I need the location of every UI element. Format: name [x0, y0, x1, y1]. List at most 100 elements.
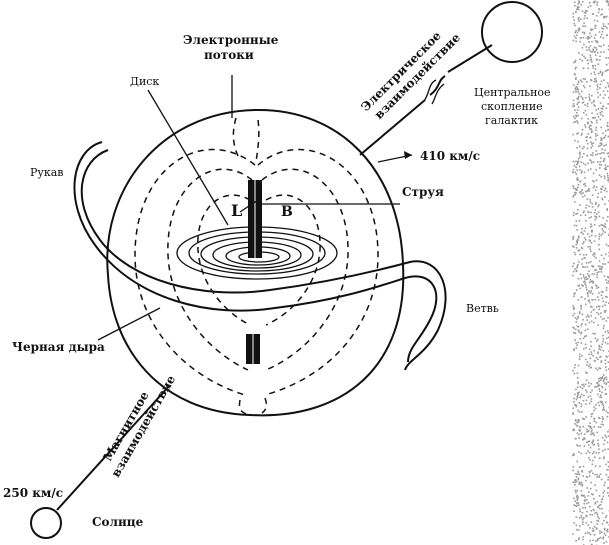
noise-speck — [587, 450, 589, 452]
noise-speck — [582, 254, 585, 256]
noise-speck — [599, 465, 601, 468]
noise-speck — [600, 294, 603, 296]
noise-speck — [606, 69, 608, 72]
noise-speck — [593, 426, 596, 428]
noise-speck — [601, 198, 604, 201]
noise-speck — [575, 269, 577, 272]
noise-speck — [578, 430, 581, 432]
noise-speck — [573, 224, 576, 227]
noise-speck — [592, 280, 595, 283]
noise-speck — [578, 411, 581, 413]
noise-speck — [583, 241, 585, 243]
noise-speck — [583, 438, 586, 440]
noise-speck — [601, 377, 604, 379]
noise-speck — [577, 28, 580, 31]
noise-speck — [581, 170, 583, 173]
noise-speck — [580, 214, 582, 217]
noise-speck — [604, 223, 606, 225]
noise-speck — [601, 188, 603, 191]
noise-speck — [587, 444, 590, 446]
noise-speck — [601, 386, 604, 389]
electric-interaction-line — [359, 44, 493, 156]
noise-speck — [576, 177, 579, 179]
noise-speck — [599, 268, 601, 270]
noise-speck — [588, 47, 590, 49]
noise-speck — [582, 383, 584, 386]
noise-speck — [593, 497, 595, 500]
noise-speck — [605, 130, 607, 132]
noise-speck — [590, 311, 593, 313]
noise-speck — [594, 105, 596, 107]
noise-speck — [595, 527, 598, 529]
noise-speck — [594, 27, 597, 29]
noise-speck — [589, 426, 592, 429]
noise-speck — [590, 160, 592, 162]
noise-speck — [582, 319, 584, 321]
noise-speck — [603, 324, 605, 327]
noise-speck — [599, 55, 601, 58]
noise-speck — [573, 246, 575, 248]
noise-speck — [581, 54, 583, 56]
noise-speck — [576, 502, 579, 505]
noise-speck — [583, 385, 585, 387]
noise-speck — [572, 168, 575, 171]
noise-speck — [577, 114, 579, 117]
noise-speck — [600, 191, 602, 193]
noise-speck — [602, 374, 605, 376]
noise-speck — [593, 1, 596, 4]
noise-speck — [589, 199, 591, 201]
noise-speck — [578, 27, 581, 29]
noise-speck — [607, 152, 609, 154]
noise-speck — [594, 253, 596, 255]
noise-speck — [577, 421, 580, 423]
noise-speck — [588, 99, 591, 102]
noise-speck — [600, 113, 602, 116]
noise-speck — [598, 404, 601, 407]
noise-speck — [607, 487, 609, 489]
noise-speck — [604, 134, 607, 137]
noise-speck — [600, 271, 603, 273]
noise-speck — [586, 136, 588, 138]
noise-speck — [601, 185, 604, 188]
noise-speck — [589, 56, 592, 59]
noise-speck — [587, 133, 590, 135]
noise-speck — [604, 86, 607, 89]
noise-speck — [594, 484, 596, 486]
noise-speck — [595, 81, 597, 83]
noise-speck — [584, 78, 586, 80]
noise-speck — [578, 0, 580, 3]
noise-speck — [581, 117, 583, 120]
noise-speck — [590, 353, 593, 355]
noise-speck — [582, 285, 584, 287]
noise-speck — [585, 303, 587, 306]
noise-speck — [593, 255, 596, 258]
noise-speck — [577, 208, 579, 211]
noise-speck — [589, 59, 592, 61]
noise-speck — [576, 496, 578, 498]
noise-speck — [577, 8, 580, 11]
noise-speck — [578, 95, 580, 98]
noise-speck — [596, 41, 599, 44]
noise-speck — [573, 164, 576, 167]
noise-speck — [580, 324, 582, 327]
noise-speck — [596, 382, 598, 384]
noise-speck — [591, 306, 593, 308]
noise-speck — [578, 249, 581, 251]
noise-speck — [577, 381, 579, 383]
noise-speck — [592, 539, 594, 542]
noise-speck — [577, 18, 580, 20]
noise-speck — [594, 503, 597, 505]
noise-speck — [602, 380, 605, 382]
noise-speck — [589, 471, 591, 474]
noise-speck — [603, 159, 605, 161]
noise-speck — [582, 192, 584, 194]
noise-speck — [593, 451, 595, 453]
noise-speck — [574, 317, 577, 319]
noise-speck — [572, 265, 574, 268]
noise-speck — [590, 340, 592, 343]
noise-speck — [583, 17, 586, 20]
noise-speck — [599, 102, 602, 104]
noise-speck — [599, 349, 602, 351]
noise-speck — [582, 0, 584, 3]
noise-speck — [606, 122, 609, 124]
